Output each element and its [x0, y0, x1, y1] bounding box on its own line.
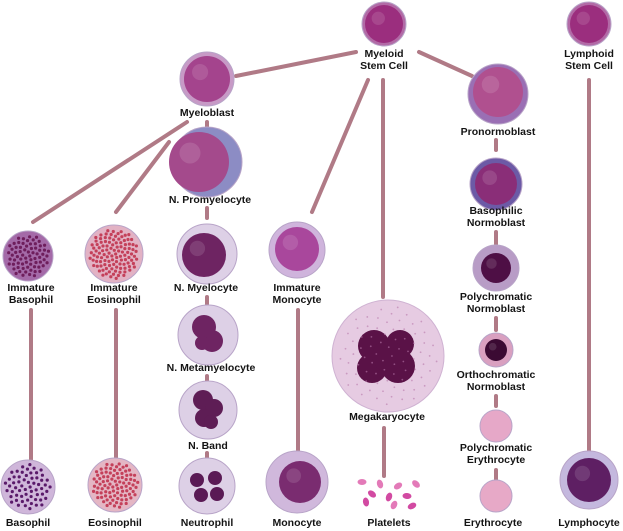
- n-myelocyte-cell: [176, 223, 238, 285]
- lymphocyte-cell: [559, 450, 619, 510]
- label-line: N. Band: [188, 440, 228, 452]
- label-line: Immature: [273, 282, 321, 294]
- label-line: Lymphoid: [564, 48, 614, 60]
- label-line: Normoblast: [466, 303, 526, 315]
- platelets-cluster: [357, 479, 420, 510]
- orthochromatic-normoblast-cell: [478, 332, 514, 368]
- label-line: Neutrophil: [180, 517, 234, 529]
- label-n-band: N. Band: [188, 440, 228, 452]
- label-line: Monocyte: [272, 294, 322, 306]
- label-line: Basophil: [5, 517, 51, 529]
- megakaryocyte-cell: [331, 299, 445, 413]
- label-basophil: Basophil: [6, 517, 50, 529]
- basophil-cell: [0, 459, 56, 515]
- immature-eosinophil-cell: [84, 224, 144, 284]
- label-line: N. Myelocyte: [173, 282, 239, 294]
- pronormoblast-cell: [467, 63, 529, 125]
- n-metamyelocyte-cell: [177, 304, 239, 366]
- label-megakaryocyte: Megakaryocyte: [349, 411, 425, 423]
- label-line: Myeloid: [364, 48, 404, 60]
- n-band-cell: [178, 380, 238, 440]
- label-line: Polychromatic: [459, 442, 533, 454]
- connector-myeloblast-to-immature-basophil: [31, 120, 189, 224]
- label-line: Normoblast: [466, 217, 526, 229]
- connector-myeloid-to-myeloblast: [234, 50, 358, 78]
- label-line: N. Promyelocyte: [168, 194, 252, 206]
- label-monocyte: Monocyte: [272, 517, 321, 529]
- monocyte-cell: [265, 450, 329, 514]
- label-line: Basophilic: [469, 205, 523, 217]
- label-line: Lymphocyte: [558, 517, 620, 529]
- label-line: Basophil: [8, 294, 54, 306]
- label-line: Megakaryocyte: [349, 411, 425, 423]
- label-line: Immature: [7, 282, 55, 294]
- eosinophil-cell: [87, 457, 143, 513]
- neutrophil-cell: [178, 457, 236, 515]
- label-line: Erythrocyte: [466, 454, 526, 466]
- label-line: Eosinophil: [88, 517, 142, 529]
- n-promyelocyte-cell: [169, 126, 243, 198]
- lymphoid-stem-cell: [566, 1, 612, 47]
- label-lymphocyte: Lymphocyte: [558, 517, 619, 529]
- label-line: Monocyte: [272, 517, 322, 529]
- label-erythrocyte: Erythrocyte: [464, 517, 522, 529]
- polychromatic-normoblast-cell: [472, 244, 520, 292]
- label-line: Myeloblast: [179, 107, 235, 119]
- myeloid-stem-cell: [361, 1, 407, 47]
- basophilic-normoblast-cell: [469, 157, 523, 211]
- label-myeloblast: Myeloblast: [180, 107, 234, 119]
- immature-monocyte-cell: [268, 221, 326, 279]
- label-line: Erythrocyte: [463, 517, 523, 529]
- label-n-promyelocyte: N. Promyelocyte: [169, 194, 251, 206]
- label-line: Stem Cell: [360, 60, 408, 72]
- label-line: N. Metamyelocyte: [166, 362, 256, 374]
- myeloblast-cell: [179, 51, 235, 107]
- label-n-metamyelocyte: N. Metamyelocyte: [167, 362, 256, 374]
- connector-myeloblast-to-immature-eosinophil: [114, 140, 171, 214]
- label-line: Pronormoblast: [460, 126, 536, 138]
- label-eosinophil: Eosinophil: [88, 517, 142, 529]
- label-line: Eosinophil: [87, 294, 141, 306]
- connector-myeloid-to-immature-monocyte: [310, 78, 370, 214]
- label-n-myelocyte: N. Myelocyte: [174, 282, 238, 294]
- immature-basophil-cell: [2, 230, 54, 282]
- polychromatic-erythrocyte-cell: [479, 409, 513, 443]
- label-line: Polychromatic: [459, 291, 533, 303]
- erythrocyte-cell: [479, 479, 513, 513]
- label-platelets: Platelets: [367, 517, 410, 529]
- label-neutrophil: Neutrophil: [181, 517, 234, 529]
- label-line: Stem Cell: [565, 60, 613, 72]
- connector-myeloid-to-pronormoblast: [417, 50, 474, 78]
- label-line: Immature: [90, 282, 138, 294]
- label-pronormoblast: Pronormoblast: [461, 126, 536, 138]
- label-line: Orthochromatic: [456, 369, 536, 381]
- label-line: Platelets: [367, 517, 411, 529]
- label-line: Normoblast: [466, 381, 526, 393]
